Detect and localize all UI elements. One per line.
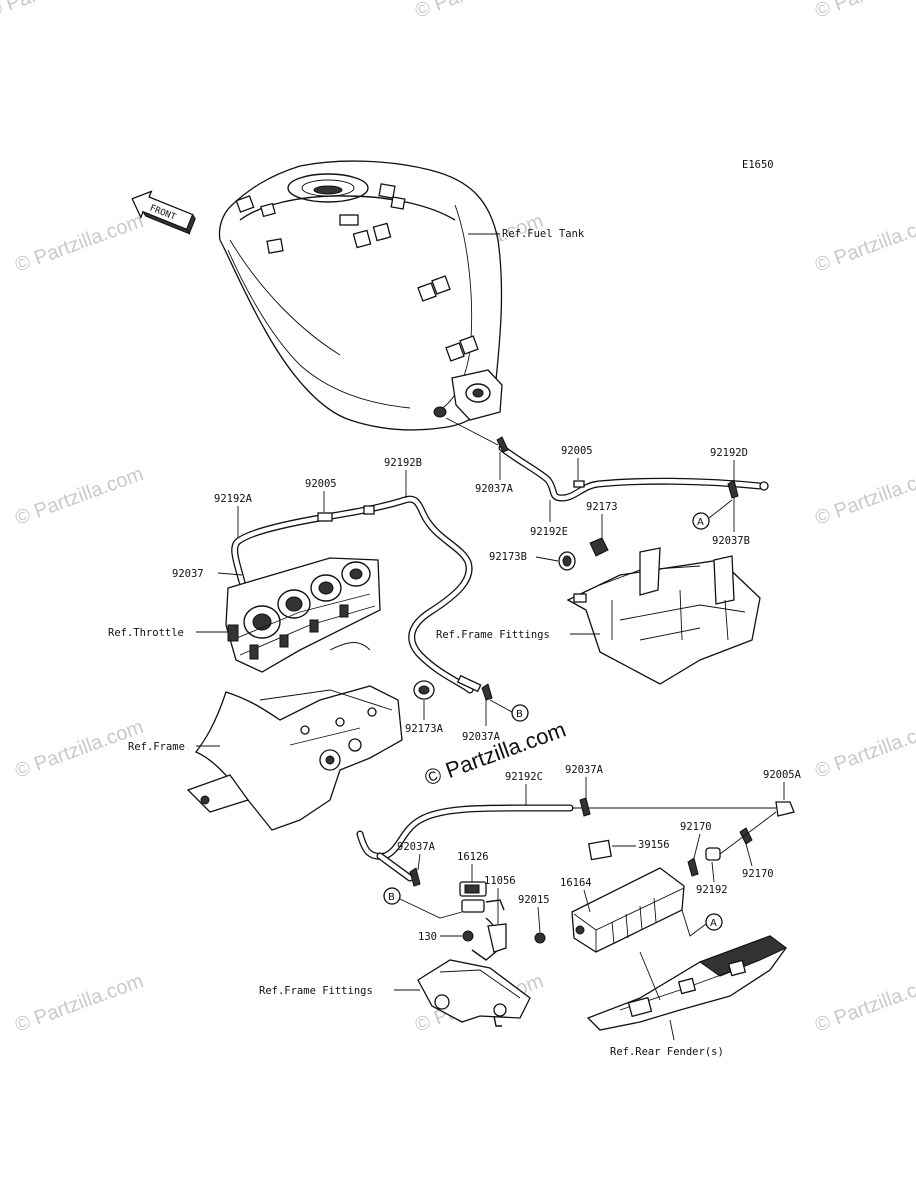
callout-92037a-mid: 92037A (462, 731, 501, 743)
watermark: © Partzilla.com (12, 210, 146, 277)
marker-b-low-label: B (388, 892, 395, 903)
diagram-code: E1650 (742, 159, 774, 171)
watermark: © Partzilla.com (12, 970, 146, 1037)
watermark: © Partzilla.com (0, 0, 118, 23)
callout-92170-right: 92170 (742, 868, 774, 880)
watermark: © Partzilla.com (12, 716, 146, 783)
marker-a-right-label: A (697, 517, 704, 528)
callout-92005-top: 92005 (561, 445, 593, 457)
watermark: © Partzilla.com (12, 463, 146, 530)
callout-92192e: 92192E (530, 526, 568, 538)
watermark-center: © Partzilla.com (421, 717, 569, 791)
callout-92037a-low: 92037A (397, 841, 436, 853)
hose-upper-right (496, 436, 769, 502)
callout-92037a-right: 92037A (565, 764, 604, 776)
callout-92192d: 92192D (710, 447, 748, 459)
callout-92015: 92015 (518, 894, 550, 906)
callout-92192: 92192 (696, 884, 728, 896)
hose-lower (356, 797, 795, 887)
callout-ref-frame-fittings-low: Ref.Frame Fittings (259, 985, 373, 997)
callout-39156: 39156 (638, 839, 670, 851)
watermark: © Partzilla.com (812, 210, 916, 277)
callout-92037b: 92037B (712, 535, 750, 547)
frame-fittings-upper (558, 537, 761, 685)
callout-130: 130 (418, 931, 437, 943)
callout-92173b: 92173B (489, 551, 527, 563)
solenoid-valve (459, 881, 546, 961)
hose-left (231, 495, 493, 701)
callout-92192c: 92192C (505, 771, 543, 783)
callout-16164: 16164 (560, 877, 592, 889)
canister (571, 811, 777, 953)
callout-16126: 16126 (457, 851, 489, 863)
fuel-tank (218, 160, 503, 446)
callout-ref-fuel-tank: Ref.Fuel Tank (502, 228, 585, 240)
watermark: © Partzilla.com (812, 716, 916, 783)
callout-ref-rear-fenders: Ref.Rear Fender(s) (610, 1046, 724, 1058)
callout-92173: 92173 (586, 501, 618, 513)
marker-a-right (692, 512, 710, 530)
rear-fender (586, 935, 787, 1031)
callout-ref-throttle: Ref.Throttle (108, 627, 184, 639)
callout-11056: 11056 (484, 875, 516, 887)
callout-ref-frame-fittings-top: Ref.Frame Fittings (436, 629, 550, 641)
marker-b-low (383, 887, 401, 905)
watermark: © Partzilla.com (812, 0, 916, 23)
callout-92037a-top: 92037A (475, 483, 514, 495)
marker-b-mid-label: B (516, 709, 523, 720)
frame-fittings-lower (417, 959, 531, 1027)
watermark: © Partzilla.com (412, 0, 546, 23)
callout-92005a: 92005A (763, 769, 802, 781)
marker-b-mid (511, 704, 529, 722)
watermark: © Partzilla.com (812, 463, 916, 530)
callout-92037: 92037 (172, 568, 204, 580)
watermarks: © Partzilla.com © Partzilla.com © Partzi… (0, 0, 916, 1037)
marker-a-low (705, 913, 723, 931)
front-arrow-icon: FRONT (131, 190, 196, 235)
callout-ref-frame: Ref.Frame (128, 741, 185, 753)
frame-section (186, 680, 435, 831)
callout-92173a: 92173A (405, 723, 444, 735)
callout-92192a: 92192A (214, 493, 253, 505)
callout-92005-left: 92005 (305, 478, 337, 490)
callout-92170-top: 92170 (680, 821, 712, 833)
watermark: © Partzilla.com (812, 970, 916, 1037)
throttle-body (225, 557, 381, 673)
callout-92192b: 92192B (384, 457, 422, 469)
marker-a-low-label: A (710, 918, 717, 929)
